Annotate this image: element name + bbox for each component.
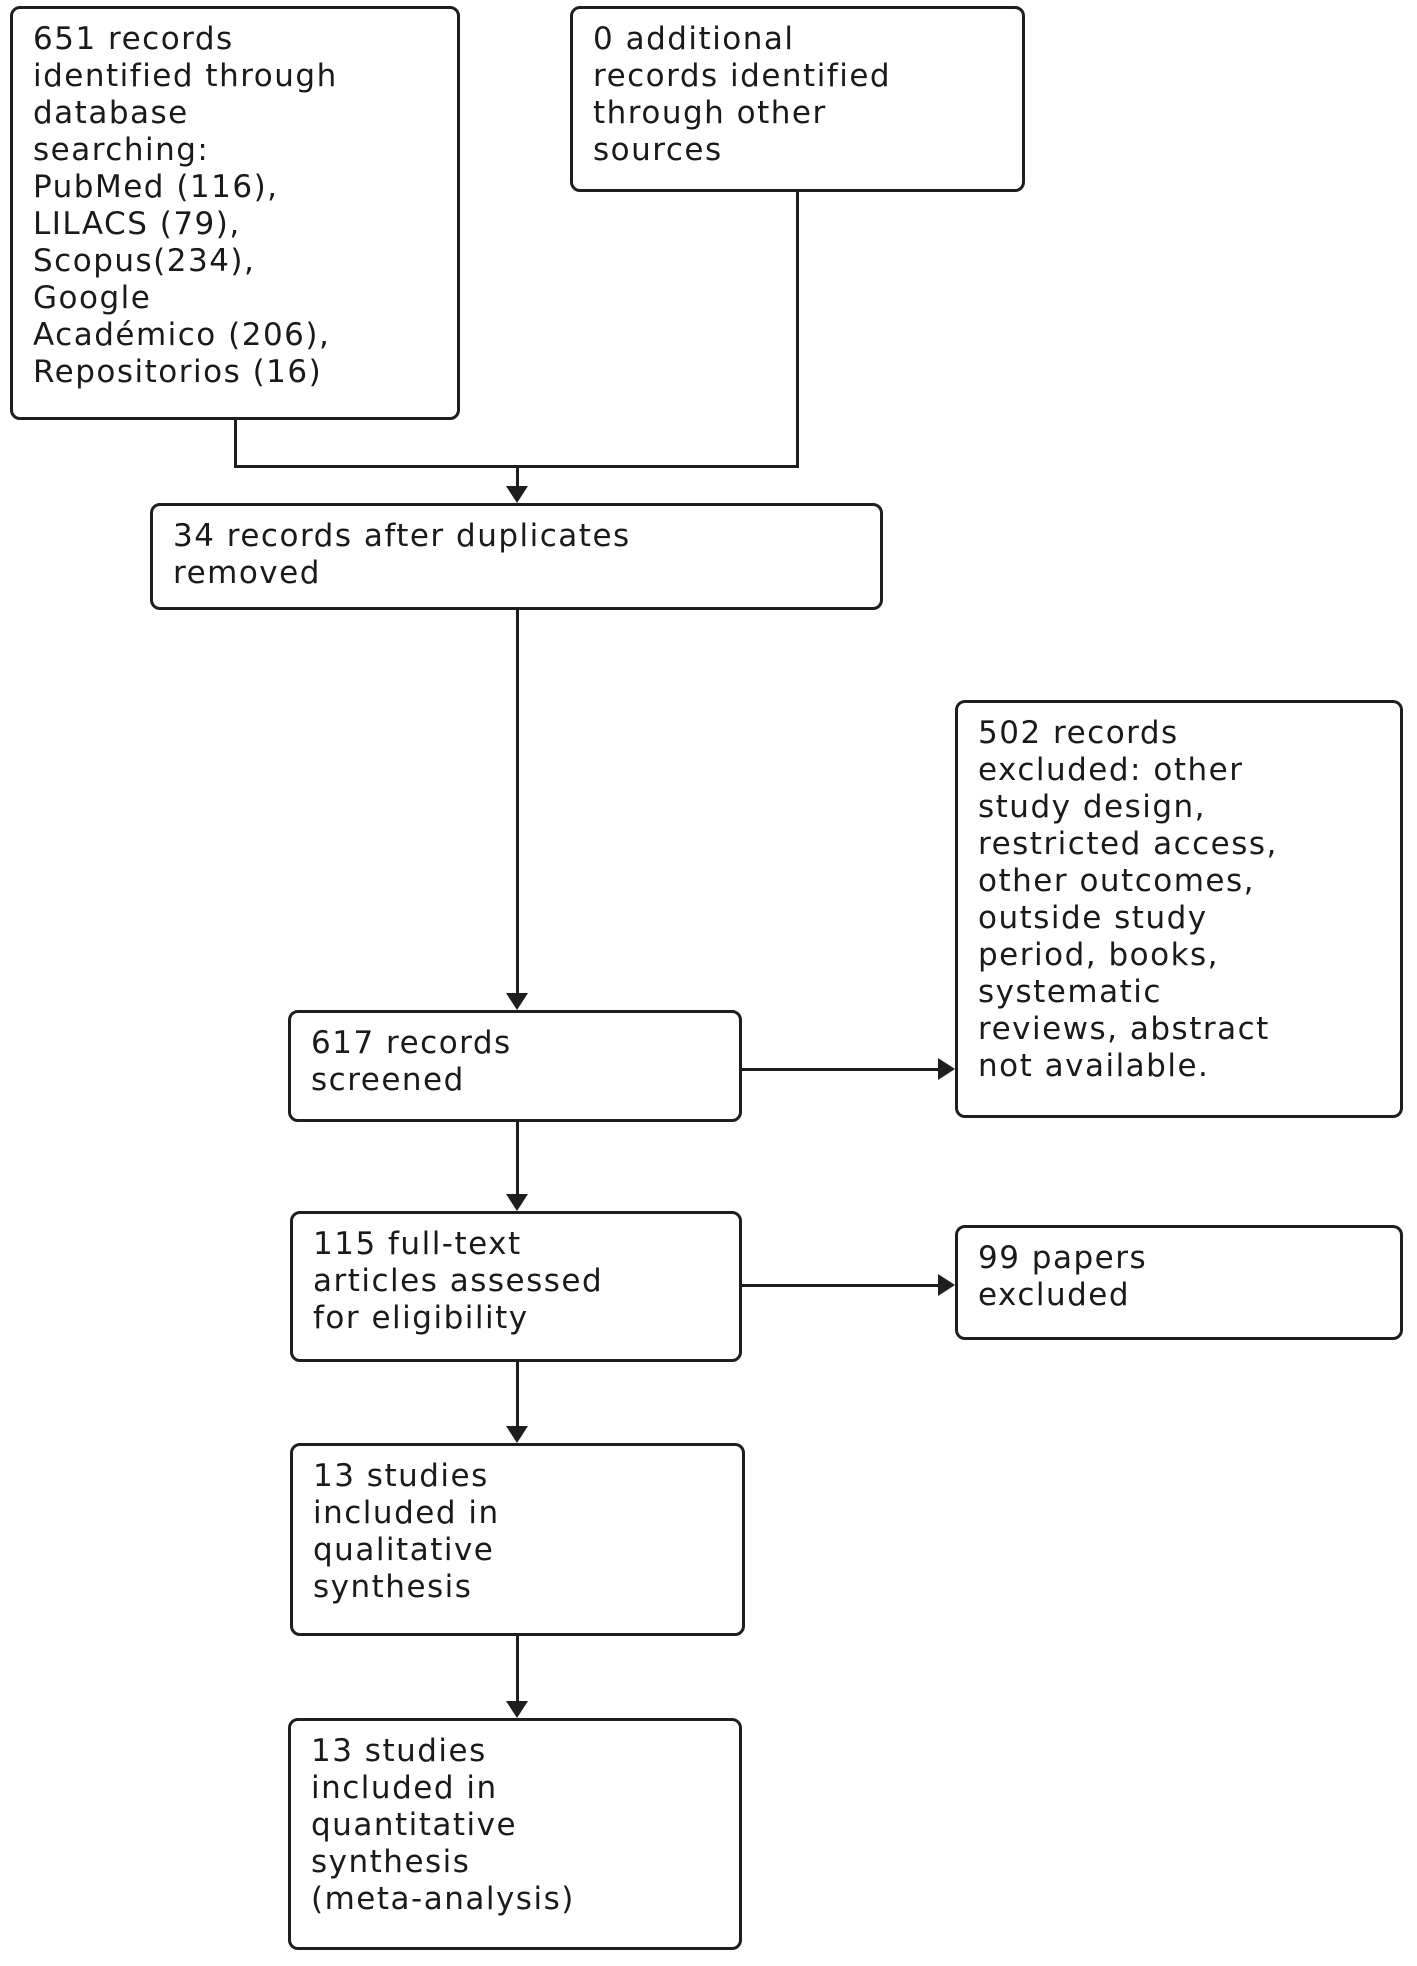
arrowhead-into-excluded-box	[938, 1058, 955, 1080]
connector-qualitative-to-quantitative	[516, 1636, 519, 1704]
box-papers-excluded: 99 papers excluded	[955, 1225, 1403, 1340]
connector-screened-to-excluded	[742, 1068, 941, 1071]
connector-merge-to-duplicates	[516, 467, 519, 489]
arrowhead-into-fulltext-box	[506, 1194, 528, 1211]
connector-box2-down	[796, 192, 799, 468]
box-studies-qualitative-synthesis: 13 studies included in qualitative synth…	[290, 1443, 745, 1636]
connector-merge-horizontal	[234, 465, 799, 468]
connector-box1-down	[234, 420, 237, 468]
connector-duplicates-to-screened	[516, 610, 519, 996]
box-records-identified-database: 651 records identified through database …	[10, 6, 460, 420]
arrowhead-into-screened-box	[506, 993, 528, 1010]
connector-fulltext-to-qualitative	[516, 1362, 519, 1428]
arrowhead-into-qualitative-box	[506, 1426, 528, 1443]
box-additional-records-other-sources: 0 additional records identified through …	[570, 6, 1025, 192]
box-fulltext-articles-assessed: 115 full-text articles assessed for elig…	[290, 1211, 742, 1362]
connector-screened-to-fulltext	[516, 1122, 519, 1197]
box-records-screened: 617 records screened	[288, 1010, 742, 1122]
arrowhead-into-quantitative-box	[506, 1701, 528, 1718]
arrowhead-into-duplicates-box	[506, 486, 528, 503]
box-records-excluded-reasons: 502 records excluded: other study design…	[955, 700, 1403, 1118]
box-records-after-duplicates-removed: 34 records after duplicates removed	[150, 503, 883, 610]
box-studies-quantitative-synthesis: 13 studies included in quantitative synt…	[288, 1718, 742, 1950]
arrowhead-into-papers-excluded-box	[938, 1274, 955, 1296]
connector-fulltext-to-papers-excluded	[742, 1284, 941, 1287]
